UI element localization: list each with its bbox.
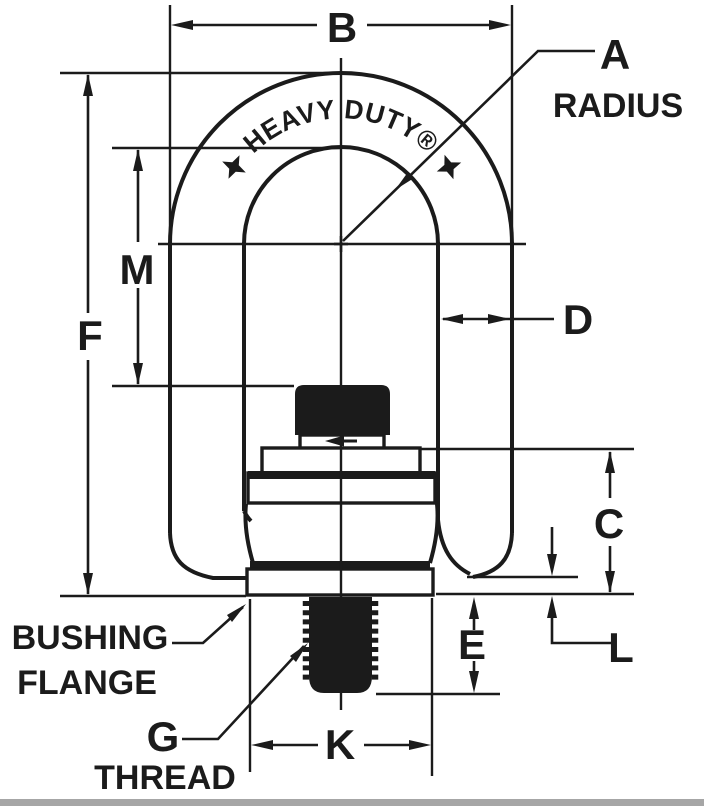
trademark-star-right-icon xyxy=(436,154,462,180)
label-g: G xyxy=(147,713,180,760)
dim-K: K xyxy=(248,598,434,776)
arrowhead xyxy=(290,643,308,662)
dim-L: L xyxy=(467,527,634,671)
arrowhead xyxy=(489,20,511,30)
arrowhead xyxy=(133,363,143,385)
arrowhead xyxy=(409,740,431,750)
bolt-head xyxy=(295,385,390,435)
arrowhead xyxy=(547,554,557,576)
callout-leader xyxy=(182,645,305,741)
bail-right-inner-foot xyxy=(436,519,471,576)
dim-L-leader xyxy=(550,616,611,645)
thread-stud xyxy=(302,597,379,693)
label-l: L xyxy=(608,624,634,671)
label-thread: THREAD xyxy=(94,759,236,797)
label-a: A xyxy=(600,31,630,78)
arrowhead xyxy=(441,314,463,324)
arrowhead xyxy=(605,571,615,593)
arrowhead xyxy=(395,172,414,190)
label-bushing: BUSHING xyxy=(12,619,169,657)
bail-outline xyxy=(168,71,514,580)
label-f: F xyxy=(77,312,103,359)
dim-A-radius: A RADIUS xyxy=(342,31,683,242)
label-c: C xyxy=(594,500,624,547)
dim-E: E xyxy=(376,597,500,696)
arrowhead xyxy=(171,20,193,30)
label-k: K xyxy=(325,721,355,768)
arrowhead xyxy=(488,314,510,324)
bail-outer-arc xyxy=(168,71,514,245)
arrowhead xyxy=(251,740,273,750)
label-flange: FLANGE xyxy=(17,664,157,702)
bail-inner-arc xyxy=(242,145,440,245)
label-a-qualifier: RADIUS xyxy=(553,87,683,125)
callout-leader xyxy=(172,606,244,645)
arrowhead xyxy=(469,597,479,619)
arrowhead xyxy=(605,451,615,473)
arrowhead xyxy=(83,74,93,96)
callout-bushing-flange: BUSHING FLANGE xyxy=(12,604,246,702)
label-e: E xyxy=(458,621,486,668)
collar-center-arrow-icon xyxy=(325,435,357,447)
label-d: D xyxy=(563,296,593,343)
dim-C: C xyxy=(420,447,634,596)
arrowhead xyxy=(227,604,246,622)
trademark-star-left-icon xyxy=(222,155,246,179)
label-m: M xyxy=(120,246,155,293)
arrowhead xyxy=(547,596,557,618)
label-b: B xyxy=(327,4,357,51)
callout-g-thread: G THREAD xyxy=(94,643,308,797)
dim-B: B xyxy=(168,4,514,242)
bail-left-inner-foot xyxy=(242,510,253,523)
bail-right-foot xyxy=(472,532,514,579)
arrowhead xyxy=(83,573,93,595)
bail-left-foot xyxy=(168,532,247,580)
arrowhead xyxy=(133,149,143,171)
bottom-page-edge xyxy=(0,799,704,806)
dim-D: D xyxy=(441,296,593,343)
dim-M: M xyxy=(112,146,340,388)
arrowhead xyxy=(469,671,479,693)
dim-F: F xyxy=(60,71,337,598)
